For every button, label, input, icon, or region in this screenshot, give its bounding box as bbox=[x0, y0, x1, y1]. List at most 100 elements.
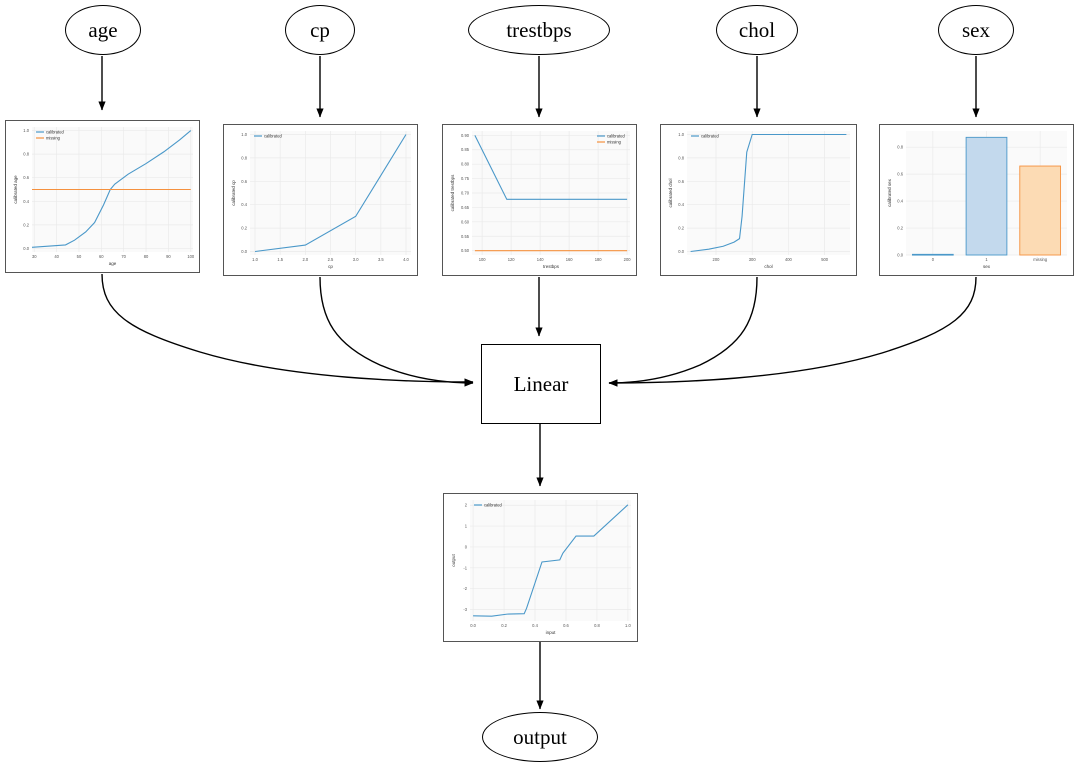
svg-text:0.8: 0.8 bbox=[594, 623, 600, 628]
chart-cp: 0.0 0.2 0.4 0.6 0.8 1.0 1.0 1.5 2.0 2.5 3.0 3.5 4.0 c… bbox=[231, 131, 411, 269]
node-sex[interactable]: sex bbox=[938, 5, 1014, 55]
node-cp-label: cp bbox=[310, 17, 330, 42]
svg-text:0.55: 0.55 bbox=[461, 234, 470, 239]
svg-text:80: 80 bbox=[144, 254, 149, 259]
svg-text:1.0: 1.0 bbox=[625, 623, 631, 628]
svg-text:missing: missing bbox=[46, 136, 61, 141]
svg-text:0.2: 0.2 bbox=[678, 226, 684, 231]
svg-text:-1: -1 bbox=[463, 565, 467, 570]
svg-text:1.0: 1.0 bbox=[252, 257, 258, 262]
node-output[interactable]: output bbox=[482, 712, 598, 762]
svg-text:calibrated: calibrated bbox=[701, 134, 719, 139]
svg-text:0.70: 0.70 bbox=[461, 191, 470, 196]
svg-text:400: 400 bbox=[785, 257, 793, 262]
svg-text:trestbps: trestbps bbox=[543, 264, 560, 269]
svg-text:calibrated: calibrated bbox=[484, 503, 502, 508]
svg-text:0.2: 0.2 bbox=[23, 222, 29, 227]
svg-text:calibrated cp: calibrated cp bbox=[231, 180, 236, 206]
svg-text:0.4: 0.4 bbox=[897, 199, 903, 204]
svg-text:0.6: 0.6 bbox=[241, 179, 247, 184]
svg-text:0.6: 0.6 bbox=[678, 179, 684, 184]
svg-text:sex: sex bbox=[983, 264, 991, 269]
svg-text:140: 140 bbox=[537, 257, 545, 262]
svg-text:100: 100 bbox=[479, 257, 487, 262]
edge-cpchart-to-linear bbox=[319, 276, 474, 387]
svg-text:40: 40 bbox=[54, 254, 59, 259]
svg-text:200: 200 bbox=[713, 257, 721, 262]
node-age[interactable]: age bbox=[65, 5, 141, 55]
svg-text:0.0: 0.0 bbox=[241, 249, 247, 254]
svg-text:cp: cp bbox=[328, 264, 333, 269]
svg-text:3.0: 3.0 bbox=[353, 257, 359, 262]
svg-text:200: 200 bbox=[624, 257, 632, 262]
svg-text:500: 500 bbox=[821, 257, 829, 262]
node-trestbps[interactable]: trestbps bbox=[468, 5, 610, 55]
svg-text:1.0: 1.0 bbox=[241, 132, 247, 137]
svg-text:0.0: 0.0 bbox=[470, 623, 476, 628]
svg-text:1.0: 1.0 bbox=[23, 128, 29, 133]
svg-text:calibrated: calibrated bbox=[46, 130, 64, 135]
edge-agechart-to-linear bbox=[101, 273, 474, 386]
svg-text:0.80: 0.80 bbox=[461, 162, 470, 167]
chart-panel-cp[interactable]: 0.0 0.2 0.4 0.6 0.8 1.0 1.0 1.5 2.0 2.5 3.0 3.5 4.0 c… bbox=[223, 124, 418, 276]
svg-text:1: 1 bbox=[465, 524, 468, 529]
node-age-label: age bbox=[88, 17, 118, 42]
svg-text:2.0: 2.0 bbox=[302, 257, 308, 262]
svg-text:0.85: 0.85 bbox=[461, 147, 470, 152]
edge-sexchart-to-linear bbox=[608, 276, 977, 387]
svg-text:90: 90 bbox=[166, 254, 171, 259]
svg-text:calibrated: calibrated bbox=[264, 134, 282, 139]
svg-text:1: 1 bbox=[985, 257, 988, 262]
svg-text:4.0: 4.0 bbox=[403, 257, 409, 262]
svg-text:300: 300 bbox=[749, 257, 757, 262]
node-chol[interactable]: chol bbox=[716, 5, 798, 55]
svg-text:0.2: 0.2 bbox=[241, 226, 247, 231]
node-cp[interactable]: cp bbox=[285, 5, 355, 55]
svg-text:0.6: 0.6 bbox=[897, 172, 903, 177]
node-sex-label: sex bbox=[962, 17, 990, 42]
svg-text:0.0: 0.0 bbox=[23, 246, 29, 251]
svg-text:30: 30 bbox=[32, 254, 37, 259]
svg-text:0.0: 0.0 bbox=[678, 249, 684, 254]
svg-text:0.8: 0.8 bbox=[23, 152, 29, 157]
svg-text:0.65: 0.65 bbox=[461, 205, 470, 210]
svg-text:calibrated chol: calibrated chol bbox=[668, 178, 673, 207]
svg-text:input: input bbox=[546, 630, 557, 635]
svg-text:calibrated trestbps: calibrated trestbps bbox=[450, 174, 455, 212]
svg-text:1.5: 1.5 bbox=[277, 257, 283, 262]
svg-text:0.6: 0.6 bbox=[23, 175, 29, 180]
svg-text:2.5: 2.5 bbox=[328, 257, 334, 262]
node-trestbps-label: trestbps bbox=[506, 17, 572, 42]
svg-text:0.8: 0.8 bbox=[678, 155, 684, 160]
svg-text:calibrated age: calibrated age bbox=[13, 175, 18, 204]
node-chol-label: chol bbox=[738, 17, 776, 42]
svg-text:-3: -3 bbox=[463, 607, 467, 612]
svg-text:0.2: 0.2 bbox=[501, 623, 507, 628]
svg-text:age: age bbox=[109, 261, 117, 266]
node-output-label: output bbox=[513, 724, 567, 749]
svg-text:160: 160 bbox=[566, 257, 574, 262]
svg-text:-2: -2 bbox=[463, 586, 467, 591]
svg-text:0.0: 0.0 bbox=[897, 253, 903, 258]
svg-text:3.5: 3.5 bbox=[378, 257, 384, 262]
svg-text:0.8: 0.8 bbox=[241, 155, 247, 160]
svg-text:0.4: 0.4 bbox=[23, 199, 29, 204]
svg-text:50: 50 bbox=[77, 254, 82, 259]
svg-text:0.75: 0.75 bbox=[461, 176, 470, 181]
svg-text:1.0: 1.0 bbox=[678, 132, 684, 137]
svg-text:0.4: 0.4 bbox=[241, 202, 247, 207]
node-linear[interactable]: Linear bbox=[481, 344, 601, 424]
svg-text:0.4: 0.4 bbox=[678, 202, 684, 207]
svg-text:100: 100 bbox=[187, 254, 195, 259]
svg-text:0.4: 0.4 bbox=[532, 623, 538, 628]
